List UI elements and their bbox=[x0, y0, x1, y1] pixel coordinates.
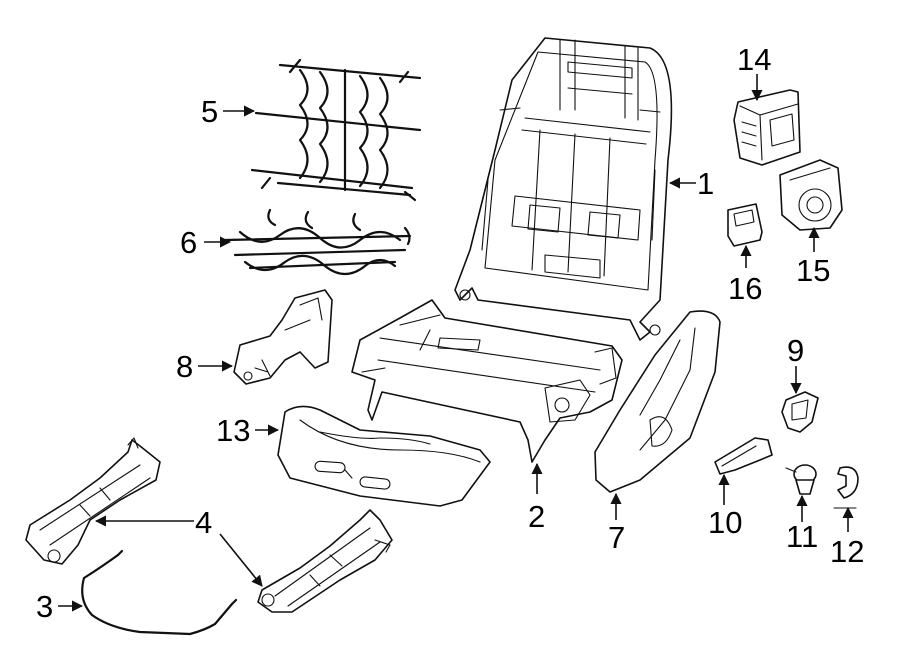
seat-track-right bbox=[257, 509, 393, 613]
seat-cushion-frame bbox=[351, 299, 623, 463]
callout-6: 6 bbox=[180, 225, 197, 260]
release-handle bbox=[714, 437, 773, 475]
callout-3: 3 bbox=[36, 589, 53, 624]
callout-2: 2 bbox=[528, 499, 545, 534]
side-shield-trim bbox=[594, 310, 721, 493]
callout-10: 10 bbox=[708, 505, 742, 540]
callout-14: 14 bbox=[737, 42, 771, 77]
seat-control-module bbox=[733, 89, 801, 166]
callout-9: 9 bbox=[787, 333, 804, 368]
lumbar-switch bbox=[727, 203, 763, 247]
callout-1: 1 bbox=[697, 166, 714, 201]
seat-back-frame bbox=[454, 37, 673, 341]
callout-7: 7 bbox=[608, 520, 625, 555]
trim-clip bbox=[833, 466, 859, 509]
recliner-knob bbox=[781, 391, 819, 433]
back-spring-mat bbox=[250, 58, 422, 202]
callout-16: 16 bbox=[728, 271, 762, 306]
cushion-spring-mat bbox=[223, 208, 412, 276]
seat-adjust-switch bbox=[779, 159, 843, 231]
push-pin-retainer bbox=[785, 464, 817, 495]
callout-15: 15 bbox=[796, 253, 830, 288]
seat-track-left bbox=[25, 437, 161, 565]
side-shield-bracket bbox=[233, 289, 333, 385]
callout-11: 11 bbox=[786, 519, 818, 554]
callout-13: 13 bbox=[216, 413, 250, 448]
tow-bar bbox=[81, 549, 238, 636]
callout-12: 12 bbox=[830, 534, 864, 569]
seat-cushion-pad bbox=[277, 405, 491, 507]
callout-4: 4 bbox=[195, 505, 212, 540]
callout-8: 8 bbox=[176, 349, 193, 384]
callout-5: 5 bbox=[201, 94, 218, 129]
